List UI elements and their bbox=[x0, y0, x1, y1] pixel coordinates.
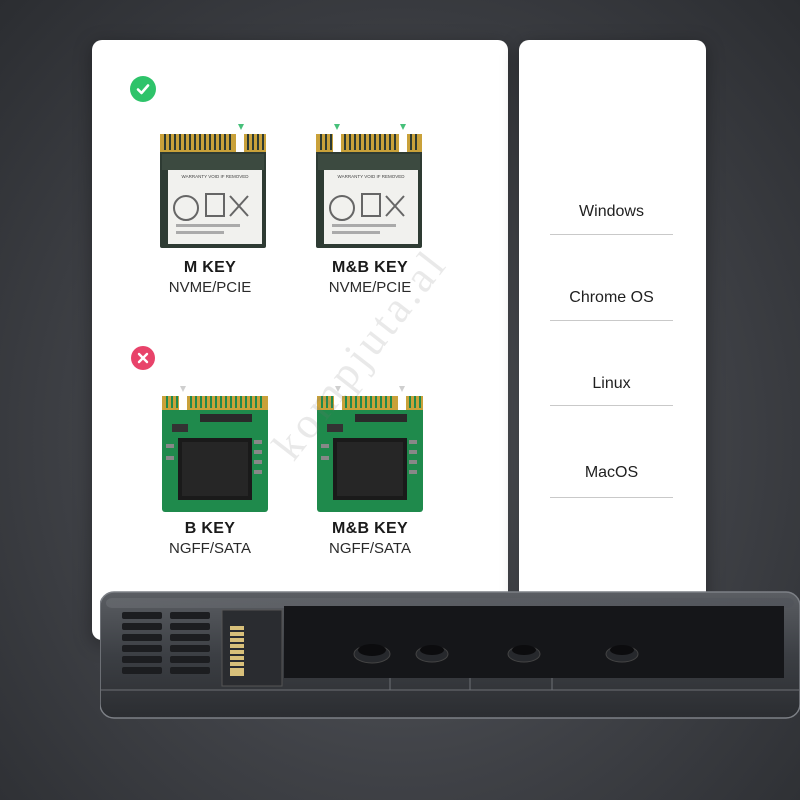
interface-type: NVME/PCIE bbox=[328, 279, 412, 296]
check-circle-icon bbox=[130, 76, 156, 102]
divider bbox=[550, 497, 673, 498]
os-item-windows: Windows bbox=[579, 203, 644, 220]
interface-type: NVME/PCIE bbox=[168, 279, 252, 296]
key-type: M&B KEY bbox=[332, 259, 408, 276]
x-circle-icon bbox=[131, 346, 155, 370]
ssd-module-b-key bbox=[160, 384, 272, 514]
module-caption: B KEY NGFF/SATA bbox=[145, 519, 275, 559]
module-caption: M&B KEY NGFF/SATA bbox=[305, 519, 435, 559]
interface-type: NGFF/SATA bbox=[329, 540, 411, 557]
os-item-linux: Linux bbox=[592, 375, 631, 392]
os-compatibility-card: Windows Chrome OS Linux MacOS bbox=[519, 40, 706, 640]
os-item-chrome-os: Chrome OS bbox=[569, 289, 654, 306]
ssd-compatibility-card: WARRANTY VOID IF REMOVED M KEY NVME/PCIE bbox=[92, 40, 508, 640]
ssd-module-mb-key: WARRANTY VOID IF REMOVED bbox=[314, 120, 426, 250]
ssd-module-m-key: WARRANTY VOID IF REMOVED bbox=[158, 120, 270, 250]
key-type: B KEY bbox=[184, 520, 236, 537]
module-caption: M KEY NVME/PCIE bbox=[145, 258, 275, 298]
divider bbox=[550, 320, 673, 321]
interface-type: NGFF/SATA bbox=[169, 540, 251, 557]
key-type: M&B KEY bbox=[332, 520, 408, 537]
ssd-enclosure-image bbox=[100, 590, 800, 730]
ssd-label-text: WARRANTY VOID IF REMOVED bbox=[181, 174, 249, 179]
ssd-module-mb-key bbox=[315, 384, 427, 514]
module-caption: M&B KEY NVME/PCIE bbox=[305, 258, 435, 298]
divider bbox=[550, 405, 673, 406]
divider bbox=[550, 234, 673, 235]
os-item-macos: MacOS bbox=[584, 464, 639, 481]
key-type: M KEY bbox=[183, 259, 237, 276]
ssd-label-text: WARRANTY VOID IF REMOVED bbox=[337, 174, 405, 179]
